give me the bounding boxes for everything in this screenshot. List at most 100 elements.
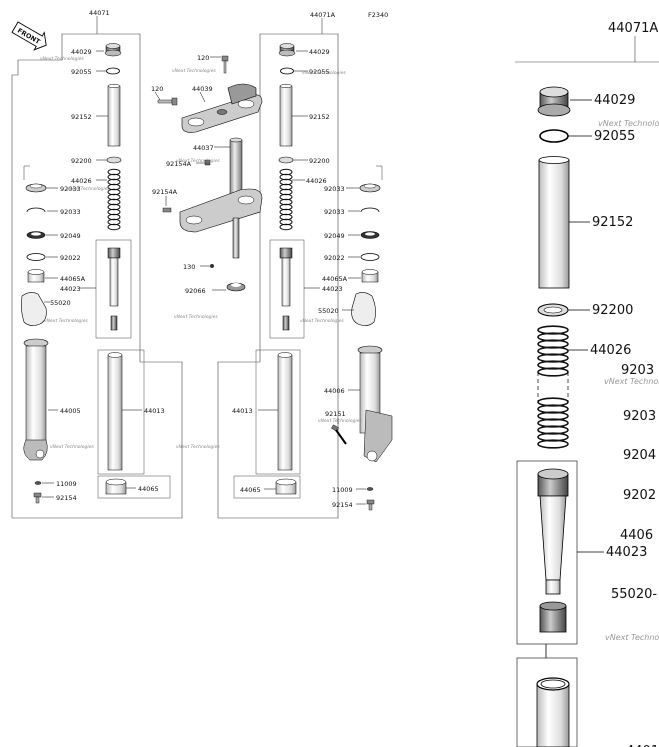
right-label-oil-seal: 92049 <box>324 232 345 240</box>
right-label-bottom-bushing: 44065 <box>240 486 261 494</box>
zoom-label-1: 92055 <box>594 129 635 144</box>
zoom-o-ring <box>539 129 569 143</box>
left-pipe <box>107 85 121 147</box>
watermark: vNext Technologies <box>300 318 344 324</box>
left-gasket <box>34 481 42 485</box>
steering-bolt-a <box>204 159 211 166</box>
zoom-label-5: 9203 <box>621 363 654 378</box>
zoom-label-12: 4401 <box>626 744 659 747</box>
left-label-spring: 44026 <box>71 177 92 185</box>
zoom-cap-bolt <box>537 86 571 117</box>
zoom-spring-top <box>537 325 569 377</box>
steering-label-bolt-b: 92154A <box>152 188 178 196</box>
right-label-caliper-bolt: 92151 <box>325 410 346 418</box>
left-label-gasket: 11009 <box>56 480 77 488</box>
left-label-pipe: 92152 <box>71 113 92 121</box>
zoom-inner-tube <box>536 677 570 747</box>
right-label-gasket: 11009 <box>332 486 353 494</box>
group-frames <box>11 16 659 519</box>
watermark: vNext Technologies <box>66 186 110 192</box>
left-label-o-ring-top: 92055 <box>71 68 92 76</box>
left-bottom-bolt <box>33 492 42 504</box>
steering-label-top-bolt-a: 120 <box>197 54 209 62</box>
zoom-label-9: 4406 <box>620 528 653 543</box>
left-ring <box>26 253 46 261</box>
steering-stem-bolt <box>210 264 214 268</box>
right-label-o-ring-top: 92055 <box>309 68 330 76</box>
right-bushing <box>361 269 379 283</box>
left-label-bottom-bolt: 92154 <box>56 494 77 502</box>
left-label-seal-guard: 92033 <box>60 185 81 193</box>
steering-top-bolt-a <box>221 55 229 74</box>
zoom-label-4: 44026 <box>590 343 631 358</box>
zoom-pipe <box>538 159 570 289</box>
left-outer-tube <box>23 338 49 461</box>
left-label-dust-cover: 55020 <box>50 299 71 307</box>
left-label-bottom-bushing: 44065 <box>138 485 159 493</box>
left-label-oil-seal: 92049 <box>60 232 81 240</box>
watermark: vNext Technologies <box>50 444 94 450</box>
left-label-circlip: 92033 <box>60 208 81 216</box>
right-label-bushing: 44065A <box>322 275 348 283</box>
right-o-ring-top <box>280 67 294 75</box>
right-group-ref: 44071A <box>310 11 336 19</box>
right-outer-tube <box>357 345 393 463</box>
right-label-outer-tube: 44006 <box>324 387 345 395</box>
steering-label-upper-bracket: 44039 <box>192 85 213 93</box>
steering-label-stem-bolt: 130 <box>183 263 195 271</box>
left-dust-cover <box>21 292 47 326</box>
spring-coil <box>537 439 569 449</box>
right-caliper-bolt <box>331 424 347 445</box>
right-gasket <box>366 487 374 491</box>
left-inner-tube <box>107 352 123 471</box>
steering-bolt-b <box>162 207 172 213</box>
watermark: vNext Technologies <box>40 56 84 62</box>
steering-upper-bracket <box>181 83 263 133</box>
left-bushing <box>27 269 45 283</box>
zoom-cylinder <box>537 468 569 633</box>
watermark: vNext Technologies <box>176 158 220 164</box>
left-label-ring: 92022 <box>60 254 81 262</box>
left-washer <box>106 156 122 164</box>
steering-stem <box>179 137 263 259</box>
right-label-spring: 44026 <box>306 177 327 185</box>
front-arrow-badge: FRONT <box>11 21 47 51</box>
left-cylinder <box>107 247 121 331</box>
right-label-inner-tube: 44013 <box>232 407 253 415</box>
watermark: vNext Technologies <box>176 444 220 450</box>
left-label-outer-tube: 44005 <box>60 407 81 415</box>
left-spring <box>107 168 121 231</box>
steering-top-bolt-b <box>157 97 178 106</box>
right-ring <box>360 253 380 261</box>
figure-code: F2340 <box>368 11 388 19</box>
steering-label-bolt-a: 92154A <box>166 160 192 168</box>
steering-label-lower-seal: 92066 <box>185 287 206 295</box>
left-label-cap-bolt: 44029 <box>71 48 92 56</box>
zoom-panel: 44029 92055 92152 92200 44026 9203 9203 … <box>516 86 659 747</box>
right-label-circlip: 92033 <box>324 208 345 216</box>
right-label-cap-bolt: 44029 <box>309 48 330 56</box>
watermarks: vNext Technologies vNext Technologies vN… <box>40 56 362 450</box>
left-cap-bolt <box>104 43 122 57</box>
watermark: vNext Technologies <box>598 119 659 128</box>
right-label-ring: 92022 <box>324 254 345 262</box>
right-label-seal-guard: 92033 <box>324 185 345 193</box>
left-bottom-bushing <box>105 478 127 495</box>
left-label-bushing: 44065A <box>60 275 86 283</box>
left-seal-guard <box>23 165 47 193</box>
zoom-label-6: 9203 <box>623 409 656 424</box>
zoom-label-11: 55020- <box>611 587 657 602</box>
zoom-label-2: 92152 <box>592 215 633 230</box>
right-label-pipe: 92152 <box>309 113 330 121</box>
spring-coil <box>279 223 293 231</box>
left-circlip <box>26 207 46 213</box>
watermark: vNext Technologies <box>172 68 216 74</box>
right-cylinder <box>279 247 293 331</box>
zoom-label-8: 9202 <box>623 488 656 503</box>
zoom-label-3: 92200 <box>592 303 633 318</box>
right-dust-cover <box>351 292 376 326</box>
watermark: vNext Technologies <box>302 70 346 76</box>
right-label-dust-cover: 55020 <box>318 307 339 315</box>
watermark: vNext Technologies <box>605 633 659 642</box>
